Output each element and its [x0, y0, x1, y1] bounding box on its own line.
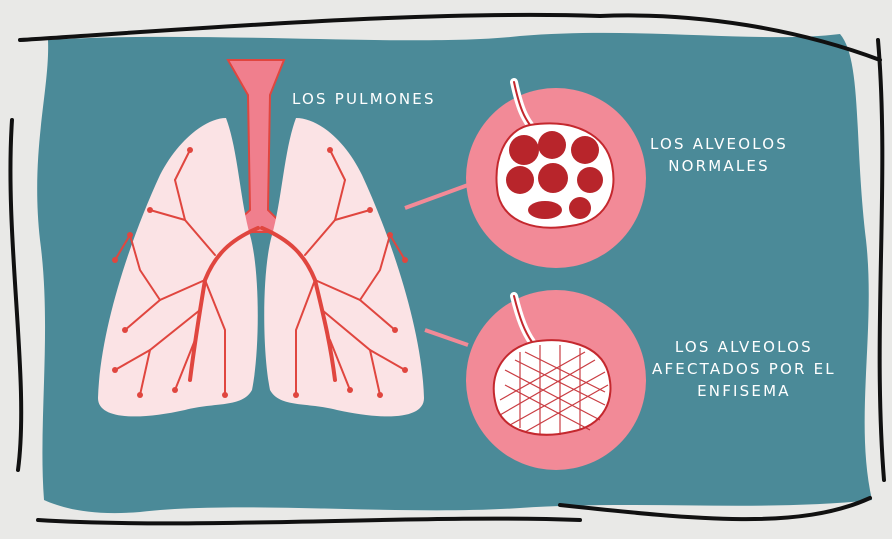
normal-label-line-1: LOS ALVEOLOS	[650, 133, 788, 155]
affected-label-line-3: ENFISEMA	[652, 380, 836, 402]
affected-label-line-2: AFECTADOS POR EL	[652, 358, 836, 380]
lungs-label: LOS PULMONES	[292, 88, 436, 110]
normal-alveoli-label: LOS ALVEOLOS NORMALES	[650, 133, 788, 177]
normal-label-line-2: NORMALES	[650, 155, 788, 177]
affected-label-line-1: LOS ALVEOLOS	[652, 336, 836, 358]
emphysema-alveoli-icon	[466, 290, 646, 470]
affected-alveoli-label: LOS ALVEOLOS AFECTADOS POR EL ENFISEMA	[652, 336, 836, 402]
